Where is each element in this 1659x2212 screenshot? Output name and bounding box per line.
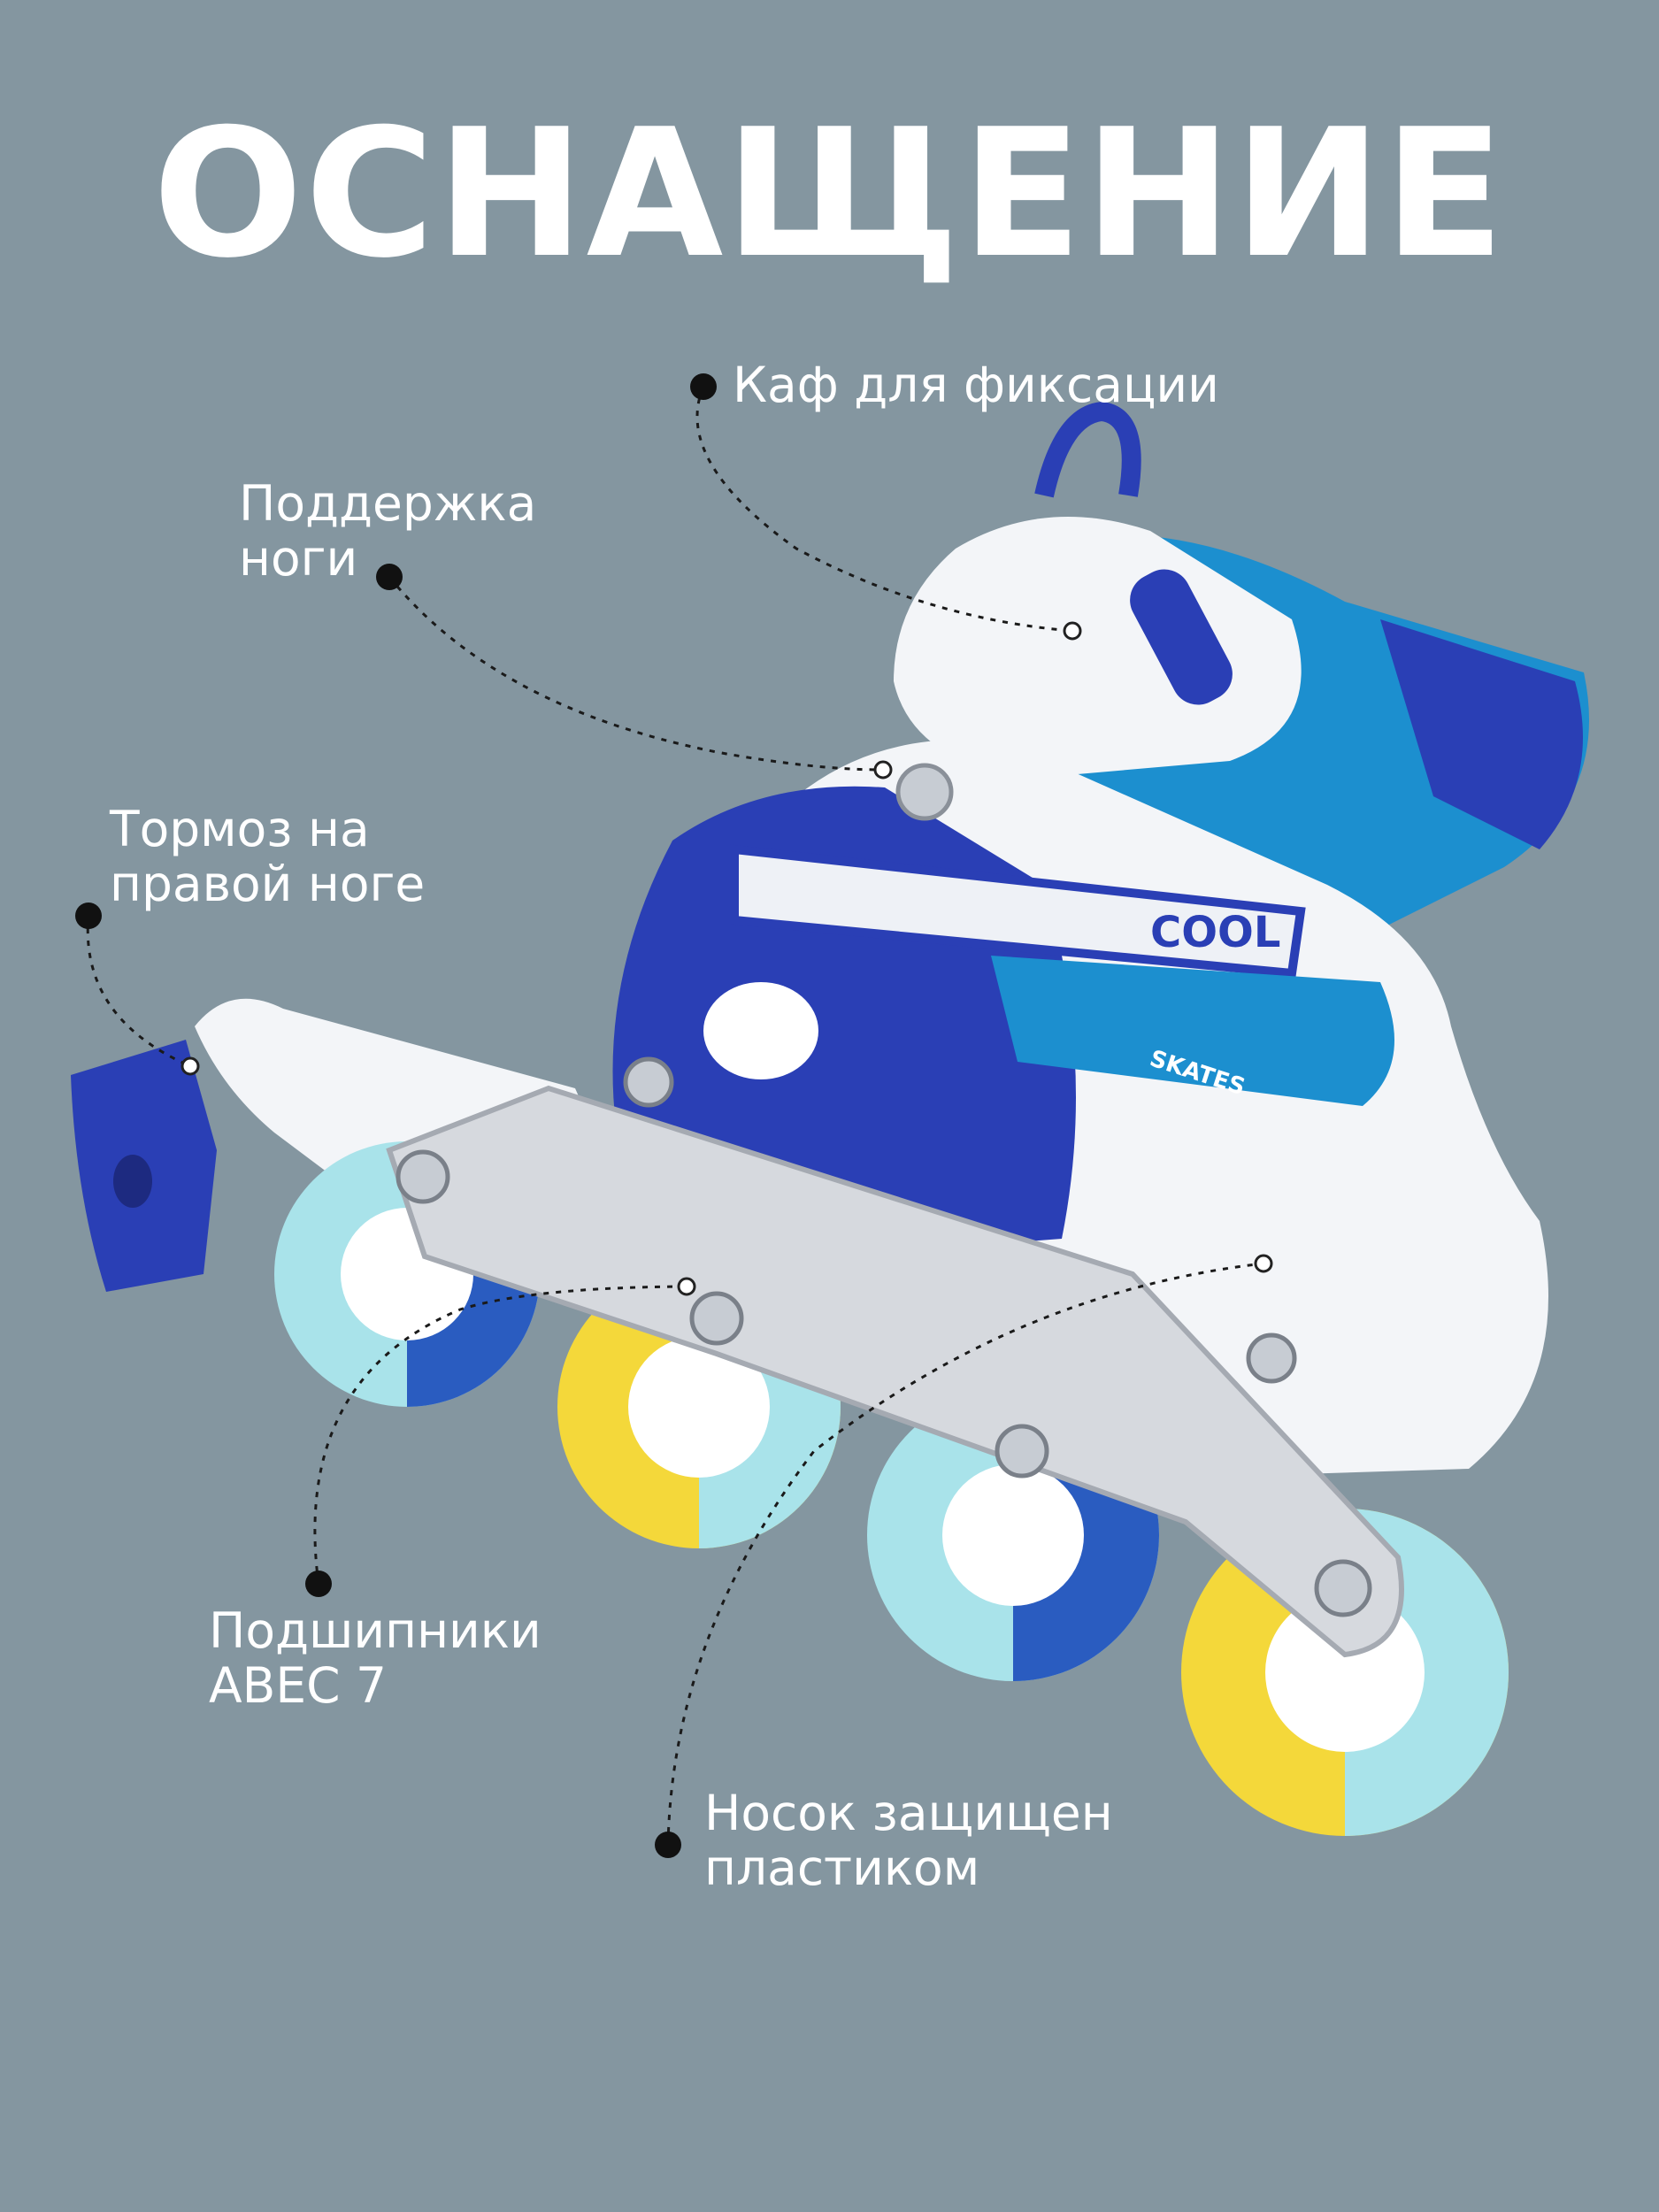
skate-frame bbox=[386, 1085, 1404, 1658]
callout-cuff-label: Каф для фиксации bbox=[733, 357, 1219, 413]
leader-support bbox=[388, 576, 884, 772]
leader-cuff bbox=[695, 386, 1073, 633]
dot-brake bbox=[75, 902, 102, 929]
dot-toe bbox=[655, 1832, 681, 1858]
callout-brake-label: Тормоз на правой ноге bbox=[110, 801, 426, 912]
dot-bearings bbox=[305, 1571, 332, 1597]
callout-toe-label: Носок защищен пластиком bbox=[704, 1785, 1113, 1896]
page-title: ОСНАЩЕНИЕ bbox=[152, 91, 1507, 297]
strap-brand-text: COOL bbox=[1150, 908, 1280, 957]
callout-bearings-label: Подшипники ABEC 7 bbox=[209, 1602, 541, 1714]
dot-cuff bbox=[690, 373, 717, 400]
callout-leaders bbox=[86, 386, 1264, 1846]
callout-dots bbox=[75, 373, 1273, 1858]
dot-support bbox=[376, 564, 403, 590]
skate-boot: COOL SKATES bbox=[612, 401, 1589, 1478]
callout-support-label: Поддержка ноги bbox=[239, 475, 537, 587]
